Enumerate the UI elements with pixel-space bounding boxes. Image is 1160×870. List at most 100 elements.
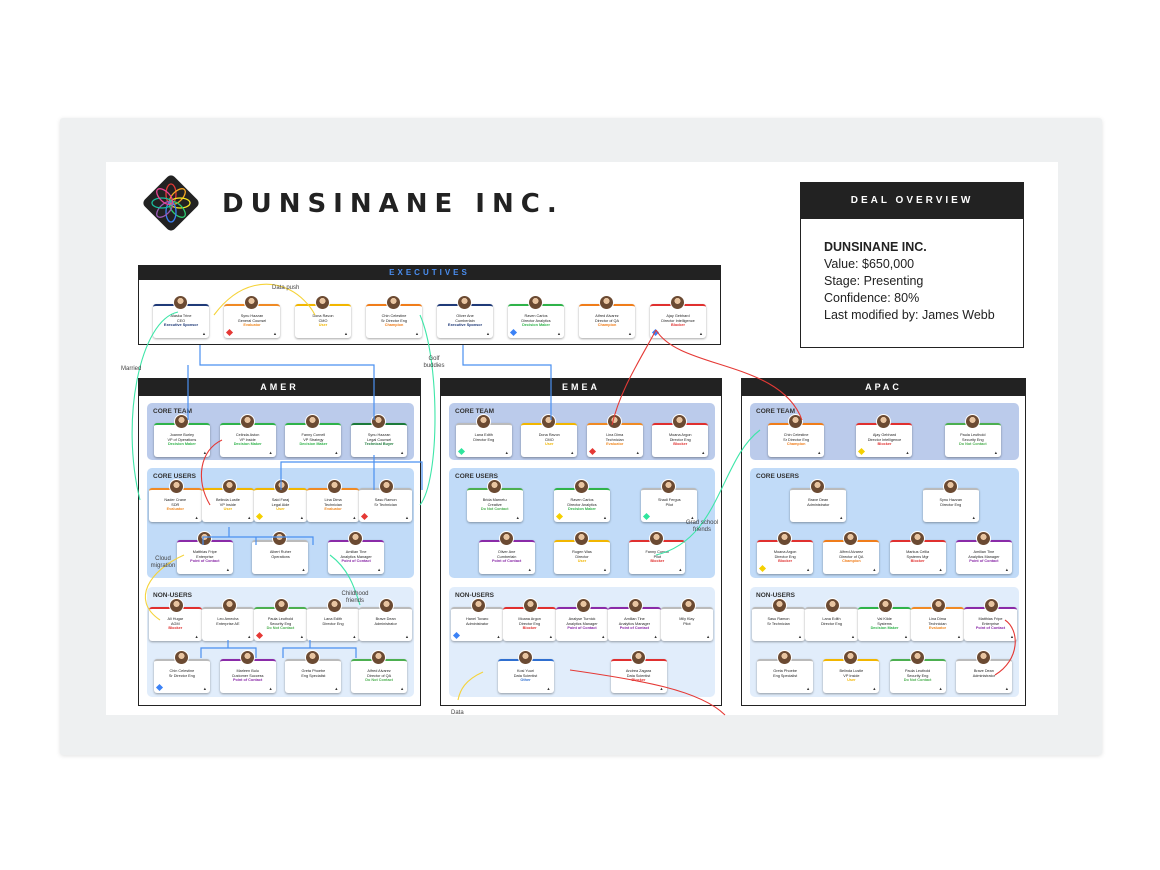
person-icon[interactable]: ▲ (938, 567, 943, 572)
person-icon[interactable]: ▲ (202, 331, 206, 336)
person-icon[interactable]: ▲ (334, 686, 339, 691)
person-icon[interactable]: ▲ (352, 515, 357, 520)
person-icon[interactable]: ▲ (653, 634, 658, 639)
person-icon[interactable]: ▲ (603, 515, 607, 520)
person-icon[interactable]: ▲ (806, 567, 811, 572)
person-icon[interactable]: ▲ (601, 634, 606, 639)
person-icon[interactable]: ▲ (993, 450, 998, 455)
person-icon[interactable]: ▲ (1010, 634, 1014, 639)
person-icon[interactable]: ▲ (872, 686, 877, 691)
person-icon[interactable]: ▲ (570, 450, 575, 455)
person-icon[interactable]: ▲ (548, 634, 553, 639)
person-icon[interactable]: ▲ (400, 686, 405, 691)
person-icon[interactable]: ▲ (706, 634, 711, 639)
person-icon[interactable]: ▲ (496, 634, 501, 639)
person-icon[interactable]: ▲ (817, 450, 822, 455)
person-icon[interactable]: ▲ (851, 634, 855, 639)
person-icon[interactable]: ▲ (546, 686, 551, 691)
person-icon[interactable]: ▲ (202, 450, 207, 455)
person-icon[interactable]: ▲ (247, 515, 252, 520)
person-icon[interactable]: ▲ (904, 634, 908, 639)
person-icon[interactable]: ▲ (415, 331, 419, 336)
person-icon[interactable]: ▲ (225, 567, 230, 572)
person-icon[interactable]: ▲ (872, 567, 877, 572)
person-icon[interactable]: ▲ (527, 567, 532, 572)
person-icon[interactable]: ▲ (486, 331, 490, 336)
person-icon[interactable]: ▲ (377, 567, 382, 572)
person-icon[interactable]: ▲ (352, 634, 357, 639)
person-icon[interactable]: ▲ (938, 686, 943, 691)
person-icon[interactable]: ▲ (344, 331, 348, 336)
person-icon[interactable]: ▲ (839, 515, 844, 520)
person-icon[interactable]: ▲ (299, 634, 304, 639)
person-icon[interactable]: ▲ (299, 515, 304, 520)
person-icon[interactable]: ▲ (557, 331, 561, 336)
person-icon[interactable]: ▲ (659, 686, 664, 691)
person-icon[interactable]: ▲ (1004, 567, 1009, 572)
person-icon[interactable]: ▲ (247, 634, 252, 639)
person-icon[interactable]: ▲ (628, 331, 632, 336)
person-icon[interactable]: ▲ (971, 515, 976, 520)
person-icon[interactable]: ▲ (957, 634, 961, 639)
person-icon[interactable]: ▲ (273, 331, 277, 336)
person-icon[interactable]: ▲ (504, 450, 509, 455)
person-icon[interactable]: ▲ (806, 686, 811, 691)
person-icon[interactable]: ▲ (405, 634, 409, 639)
person-icon[interactable]: ▲ (268, 450, 273, 455)
person-icon[interactable]: ▲ (1004, 686, 1009, 691)
person-icon[interactable]: ▲ (194, 515, 199, 520)
person-icon[interactable]: ▲ (699, 331, 703, 336)
person-icon[interactable]: ▲ (701, 450, 706, 455)
person-icon[interactable]: ▲ (678, 567, 683, 572)
person-icon[interactable]: ▲ (268, 686, 273, 691)
person-icon[interactable]: ▲ (400, 450, 405, 455)
